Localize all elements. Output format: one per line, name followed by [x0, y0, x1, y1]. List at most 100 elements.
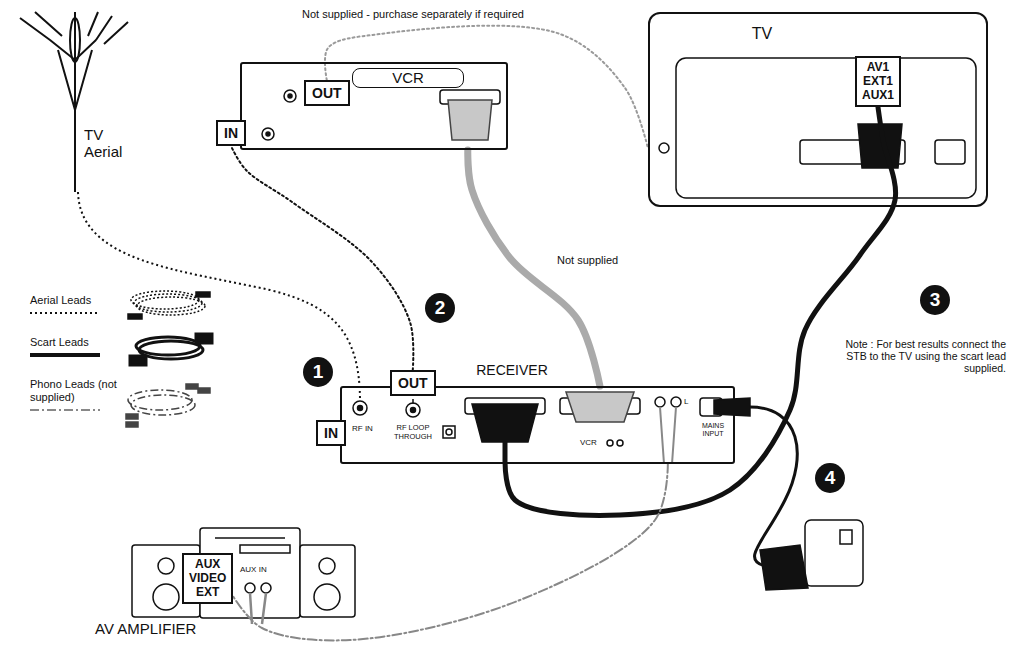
device-name: VCR — [352, 68, 464, 88]
receiver-panel-part — [443, 426, 455, 438]
port-label: L — [684, 397, 688, 406]
port-label: RF LOOP THROUGH — [390, 424, 436, 441]
tv-aerial-part — [74, 12, 76, 192]
phono-lead-coil-part — [126, 414, 138, 419]
aerial-lead-coil-part — [137, 297, 205, 315]
phono-lead-coil-part — [128, 390, 192, 410]
note-text: Note : For best results connect the STB … — [828, 338, 1006, 374]
legend-item: Phono Leads (not supplied) — [30, 378, 120, 414]
av-amplifier-drawing-part — [319, 558, 335, 574]
receiver-panel-part — [617, 440, 623, 446]
phono-lead — [233, 464, 668, 640]
legend-text: Aerial Leads — [30, 294, 120, 307]
av-amplifier-drawing-part — [261, 583, 271, 593]
legend-sample-line — [30, 312, 100, 314]
aerial-lead-coil-part — [134, 294, 202, 312]
input-box: IN — [216, 120, 246, 146]
av-amplifier-drawing-part — [250, 593, 266, 624]
av-amplifier-drawing-part — [245, 583, 255, 593]
legend-item: Scart Leads — [30, 336, 120, 359]
tv-back-panel — [659, 58, 976, 198]
rf-lead — [325, 26, 648, 149]
vcr-panel-part — [262, 128, 274, 140]
mains-lead-part — [840, 530, 852, 544]
receiver-panel-part — [671, 397, 681, 407]
scart-lead — [505, 107, 896, 515]
socket-label-box: AV1EXT1AUX1 — [855, 56, 901, 107]
socket-name: IN — [324, 425, 338, 441]
receiver-panel-part — [714, 398, 750, 416]
input-box: IN — [316, 420, 346, 446]
legend-text: Scart Leads — [30, 336, 120, 349]
tv-set: TV AV1EXT1AUX1 — [648, 12, 988, 207]
av-amplifier-drawing-part — [300, 545, 355, 617]
receiver-panel-part — [446, 429, 452, 435]
receiver-panel-part — [411, 408, 416, 413]
vcr-unit: VCROUTIN — [240, 62, 508, 150]
av-amplifier-drawing — [132, 528, 355, 624]
phono-lead-coil-part — [131, 395, 195, 415]
scart-lead-coil-part — [139, 341, 203, 359]
receiver-panel-part — [655, 397, 665, 407]
vcr-panel-part — [448, 100, 492, 140]
phono-lead-coil-part — [126, 422, 138, 427]
callout-number: 3 — [920, 285, 950, 315]
callout-number: 1 — [303, 357, 333, 387]
av-amplifier-drawing-part — [153, 584, 179, 610]
aerial-lead-coil-part — [128, 314, 142, 319]
legend-text: Phono Leads (not supplied) — [30, 378, 120, 404]
aerial-lead-coil — [128, 291, 210, 319]
receiver-panel-part — [472, 404, 538, 442]
av-amplifier-drawing-part — [240, 545, 290, 553]
mains-lead-part — [760, 545, 808, 590]
mains-lead-part — [805, 520, 863, 586]
cable-note: Not supplied - purchase separately if re… — [300, 8, 526, 20]
av-amplifier-drawing-part — [158, 558, 174, 574]
av-amplifier-drawing-part — [314, 584, 340, 610]
scart-lead-coil — [130, 334, 212, 365]
receiver-panel — [353, 392, 750, 464]
receiver-panel-part — [566, 392, 634, 422]
aerial-lead-coil-part — [131, 291, 199, 309]
legend-sample-line — [30, 409, 100, 411]
legend-sample-line — [30, 353, 100, 357]
port-label: VCR — [580, 438, 597, 447]
tv-aerial-part — [70, 18, 80, 62]
callout-number: 4 — [815, 463, 845, 493]
socket-name: OUT — [312, 85, 342, 101]
receiver-panel-part — [353, 401, 367, 415]
vcr-panel — [262, 90, 500, 140]
tv-aerial-part — [58, 50, 92, 110]
port-label: RF IN — [352, 424, 373, 433]
receiver-panel-part — [503, 442, 508, 464]
phono-lead-coil-part — [186, 384, 198, 389]
mains-lead — [750, 407, 863, 590]
device-name: RECEIVER — [452, 362, 572, 379]
socket-label-box: AUXVIDEOEXT — [182, 553, 233, 604]
receiver-panel-part — [412, 399, 414, 404]
connectors — [231, 26, 896, 641]
output-box: OUT — [390, 370, 436, 396]
vcr-panel-part — [266, 132, 270, 136]
cable-note: Not supplied — [555, 254, 620, 266]
receiver-panel-part — [406, 403, 420, 417]
aerial-label: TV Aerial — [84, 126, 134, 161]
mains-lead-part — [750, 407, 797, 566]
socket-name: EXT — [196, 586, 219, 600]
tv-back-panel-part — [935, 140, 965, 164]
socket-name: AUX — [195, 558, 220, 572]
legend-item: Aerial Leads — [30, 294, 120, 317]
output-box: OUT — [304, 80, 350, 106]
socket-name: VIDEO — [189, 572, 226, 586]
port-label: AUX IN — [240, 565, 267, 574]
phono-lead-coil — [126, 384, 210, 427]
tv-back-panel-part — [676, 58, 976, 198]
av-amplifier-drawing-part — [215, 537, 285, 539]
rf-lead — [231, 146, 413, 370]
socket-name: OUT — [398, 375, 428, 391]
socket-name: EXT1 — [863, 75, 893, 89]
vcr-panel-part — [284, 90, 296, 102]
tv-aerial — [20, 12, 128, 192]
device-name: TV — [742, 24, 782, 43]
